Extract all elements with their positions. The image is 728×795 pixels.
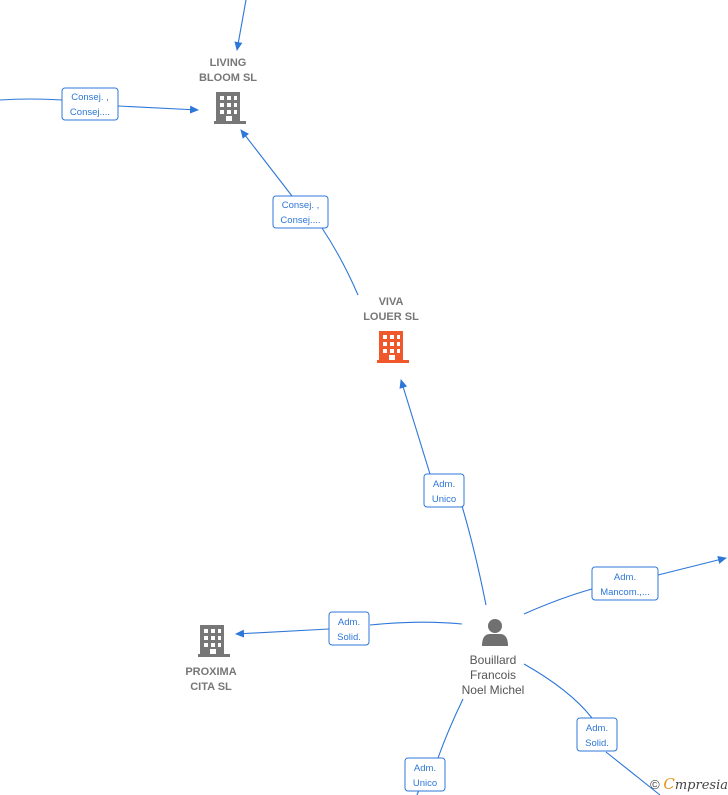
brand-watermark: © Cmpresia: [650, 775, 728, 793]
svg-text:Consej....: Consej....: [70, 107, 110, 118]
svg-text:Mancom.,...: Mancom.,...: [600, 587, 650, 598]
svg-text:Adm.: Adm.: [414, 763, 436, 774]
svg-text:Solid.: Solid.: [585, 738, 609, 749]
link-viva-to-living-bloom: [241, 130, 359, 296]
svg-text:Unico: Unico: [432, 494, 456, 505]
node-proxima-cita[interactable]: PROXIMA CITA SL: [185, 625, 237, 693]
link-top-to-living-bloom: [234, 0, 247, 51]
edge-label-person-to-proxima[interactable]: Adm. Solid.: [328, 611, 370, 646]
node-living-bloom[interactable]: LIVING BLOOM SL: [199, 57, 257, 124]
link-person-to-right: [523, 558, 726, 615]
link-left-to-living-bloom: [0, 98, 198, 110]
building-icon: [198, 625, 230, 657]
node-person-label-3: Noel Michel: [462, 683, 525, 697]
svg-text:Adm.: Adm.: [433, 479, 455, 490]
edge-label-person-to-viva[interactable]: Adm. Unico: [423, 473, 465, 508]
edge-label-viva-to-living[interactable]: Consej. , Consej....: [272, 195, 329, 229]
link-person-to-bottom-right: [523, 663, 661, 795]
building-icon: [377, 331, 409, 363]
brand-initial: C: [663, 775, 675, 793]
building-icon: [214, 92, 246, 124]
svg-text:Adm.: Adm.: [586, 723, 608, 734]
node-proxima-cita-label-1: PROXIMA: [185, 666, 236, 678]
node-person-label-1: Bouillard: [470, 653, 517, 667]
link-person-to-viva-louer: [401, 380, 487, 606]
svg-text:Adm.: Adm.: [338, 617, 360, 628]
edge-label-person-to-right[interactable]: Adm. Mancom.,...: [591, 566, 659, 601]
copyright-symbol: ©: [650, 777, 660, 792]
link-person-to-proxima-cita: [236, 621, 463, 634]
svg-text:Consej. ,: Consej. ,: [71, 92, 109, 103]
person-icon: [482, 619, 508, 646]
svg-text:Unico: Unico: [413, 778, 437, 789]
edge-label-left-to-living[interactable]: Consej. , Consej....: [61, 87, 119, 121]
node-viva-louer-label-2: LOUER SL: [363, 311, 419, 323]
svg-text:Consej....: Consej....: [280, 215, 320, 226]
node-viva-louer[interactable]: VIVA LOUER SL: [363, 296, 419, 363]
node-living-bloom-label-2: BLOOM SL: [199, 72, 257, 84]
node-proxima-cita-label-2: CITA SL: [190, 681, 232, 693]
svg-text:Adm.: Adm.: [614, 572, 636, 583]
node-viva-louer-label-1: VIVA: [379, 296, 404, 308]
node-person[interactable]: Bouillard Francois Noel Michel: [462, 619, 525, 697]
svg-text:Solid.: Solid.: [337, 632, 361, 643]
brand-name: mpresia: [674, 778, 728, 793]
svg-text:Consej. ,: Consej. ,: [282, 200, 320, 211]
edge-label-person-to-bottom[interactable]: Adm. Unico: [404, 757, 446, 792]
node-living-bloom-label-1: LIVING: [210, 57, 247, 69]
edge-label-person-to-bottom-right[interactable]: Adm. Solid.: [576, 717, 618, 752]
node-person-label-2: Francois: [470, 668, 516, 682]
